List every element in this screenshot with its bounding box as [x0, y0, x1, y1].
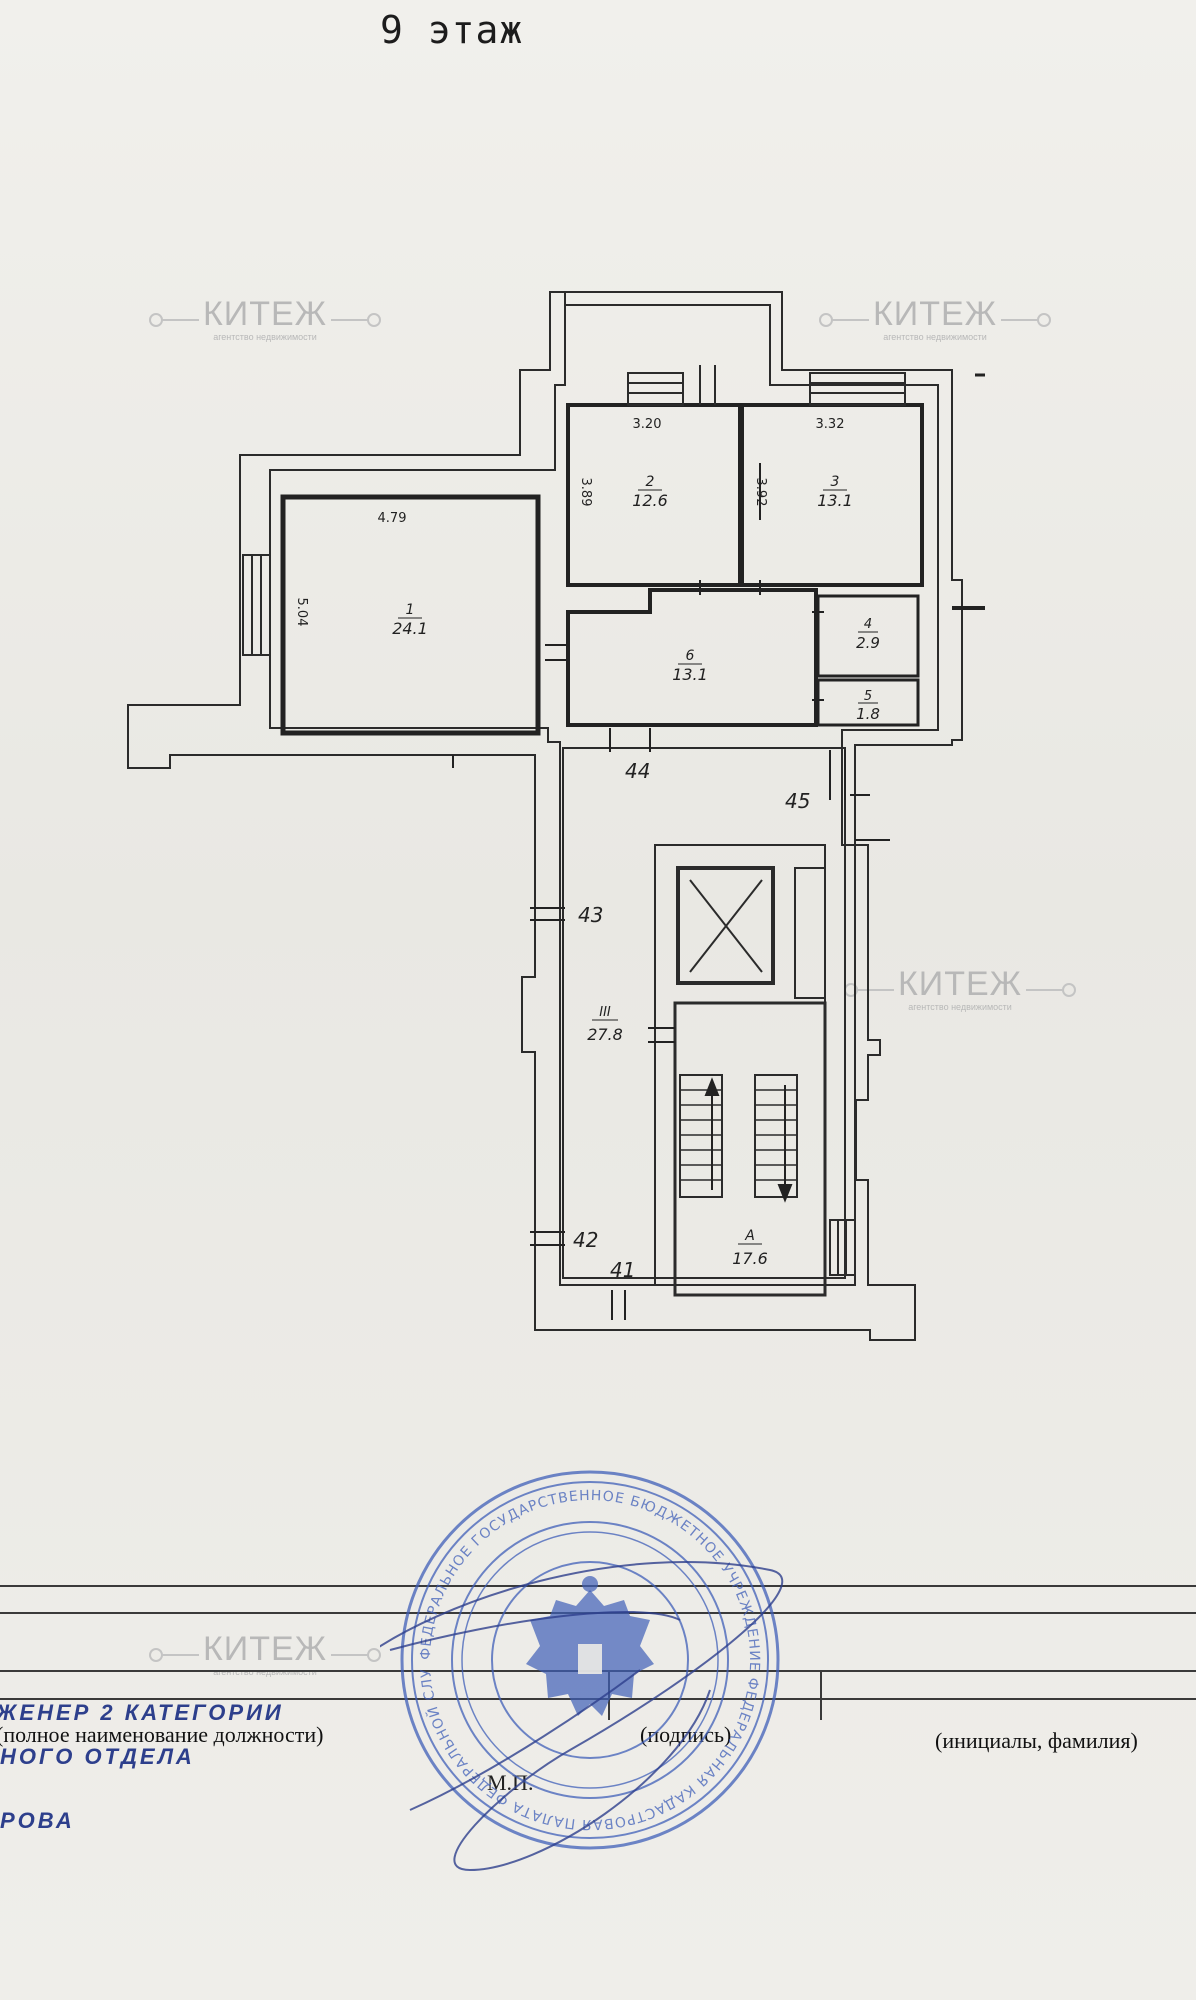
- dim-room3-depth: 3.92: [753, 478, 768, 507]
- floor-plan: 4.79 5.04 3.20 3.89 3.32 3.92 1 24.1 2 1…: [127, 291, 985, 1341]
- room-3-area: 13.1: [817, 491, 853, 510]
- room-2-number: 2: [646, 474, 655, 490]
- floor-title: 9 этаж: [380, 8, 524, 52]
- watermark-name: КИТЕЖ: [202, 295, 328, 333]
- room-6-outline: [566, 588, 818, 727]
- watermark-subtitle: агентство недвижимости: [908, 1002, 1012, 1012]
- watermark-name: КИТЕЖ: [202, 1630, 328, 1668]
- watermark-subtitle: агентство недвижимости: [213, 332, 317, 342]
- dim-room1-depth: 5.04: [294, 598, 309, 627]
- room-6-number: 6: [686, 648, 695, 664]
- callout-45: 45: [785, 789, 810, 813]
- room-1-area: 24.1: [392, 619, 428, 638]
- callout-41: 41: [610, 1258, 635, 1282]
- handwritten-position-1: ЖЕНЕР 2 КАТЕГОРИИ: [0, 1700, 284, 1725]
- stair-enclosure: [673, 1001, 827, 1297]
- dim-room3-width: 3.32: [816, 417, 845, 432]
- room-corridor-area: 27.8: [587, 1025, 623, 1044]
- outer-wall: [127, 291, 963, 1341]
- stair-flight-up: [679, 1074, 723, 1198]
- watermark-name: КИТЕЖ: [872, 295, 998, 333]
- position-caption: (полное наименование должности): [0, 1722, 324, 1747]
- handwritten-surname: РОВА: [0, 1808, 75, 1833]
- handwritten-position-2: НОГО ОТДЕЛА: [0, 1744, 195, 1769]
- dim-room2-depth: 3.89: [578, 478, 593, 507]
- room-stair-area: 17.6: [732, 1249, 768, 1268]
- room-1-outline: [280, 494, 541, 736]
- corridor-outline: [562, 747, 846, 1279]
- callout-44: 44: [625, 759, 650, 783]
- inner-wall: [269, 304, 939, 1286]
- watermark-subtitle: агентство недвижимости: [883, 332, 987, 342]
- official-stamp: ФЕДЕРАЛЬНОЕ ГОСУДАРСТВЕННОЕ БЮДЖЕТНОЕ УЧ…: [380, 1450, 784, 1872]
- stair-treads: [680, 1089, 797, 1181]
- watermark-logo: КИТЕЖ агентство недвижимости: [149, 295, 381, 342]
- balcony: [564, 292, 906, 406]
- callout-42: 42: [573, 1228, 598, 1252]
- room-5-outline: [816, 678, 920, 727]
- dim-room2-width: 3.20: [633, 417, 662, 432]
- room-4-area: 2.9: [856, 634, 880, 652]
- watermark-name: КИТЕЖ: [897, 965, 1023, 1003]
- room-5-area: 1.8: [856, 705, 880, 723]
- room-4-number: 4: [864, 617, 872, 632]
- room-3-number: 3: [831, 474, 840, 490]
- stair-flight-down: [754, 1074, 798, 1198]
- callout-43: 43: [578, 903, 603, 927]
- watermark-subtitle: агентство недвижимости: [213, 1667, 317, 1677]
- room-1-number: 1: [406, 602, 415, 618]
- room-6-area: 13.1: [672, 665, 708, 684]
- room-2-area: 12.6: [632, 491, 668, 510]
- elevator-shaft: [676, 866, 775, 985]
- coat-of-arms-icon: [526, 1576, 654, 1716]
- name-caption: (инициалы, фамилия): [935, 1728, 1138, 1753]
- stair-arrows: [704, 1077, 793, 1203]
- door-marks: [452, 463, 890, 1320]
- room-4-outline: [816, 594, 920, 678]
- window-stair: [829, 1219, 856, 1276]
- handwritten-signature: [380, 1561, 784, 1872]
- window-left: [242, 554, 271, 656]
- room-corridor-number: III: [599, 1005, 611, 1020]
- watermark-logo: КИТЕЖ агентство недвижимости: [149, 1630, 381, 1677]
- watermark-logo: КИТЕЖ агентство недвижимости: [819, 295, 1051, 342]
- room-5-number: 5: [864, 689, 872, 704]
- dim-room1-width: 4.79: [378, 511, 407, 526]
- room-stair-number: A: [744, 1228, 755, 1244]
- duct: [794, 867, 826, 999]
- core-outline: [654, 844, 826, 1286]
